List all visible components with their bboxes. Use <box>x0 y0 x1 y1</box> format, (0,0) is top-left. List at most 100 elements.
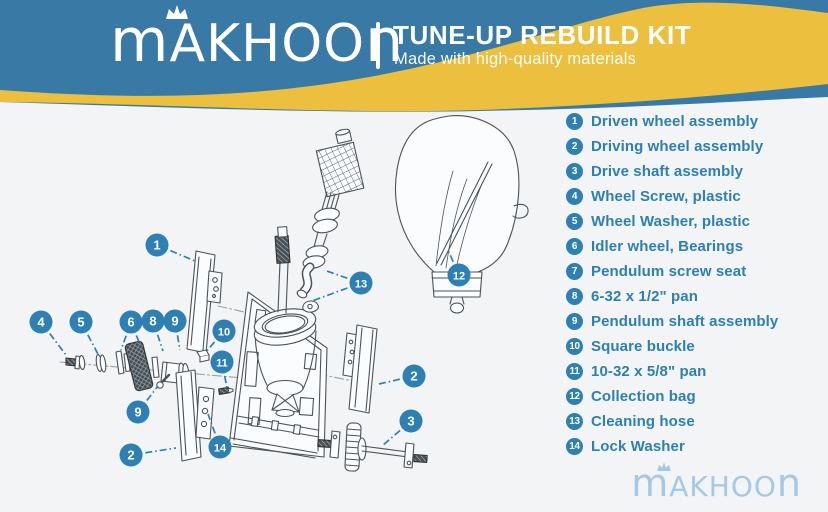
callout-number: 8 <box>149 314 156 329</box>
callout-circle <box>29 310 53 334</box>
callout-circle <box>208 435 232 459</box>
legend-item-number-badge: 2 <box>566 138 583 155</box>
callout-circle <box>212 319 236 343</box>
callout-circle <box>349 271 373 295</box>
legend-item: 13 Cleaning hose <box>566 413 826 430</box>
callout-leader-line <box>311 282 362 302</box>
callout-circle <box>69 310 93 334</box>
callout-number: 12 <box>453 271 465 283</box>
legend-item-number-badge: 10 <box>566 338 583 355</box>
crown-icon <box>166 5 188 19</box>
callout-leader-line <box>447 249 460 276</box>
callout-number: 2 <box>127 448 134 463</box>
callout-leader-line <box>130 447 177 456</box>
part-collection-bag <box>394 114 529 314</box>
callout-leader-line <box>378 375 415 385</box>
callout-number: 2 <box>410 369 417 384</box>
callout-number: 9 <box>134 405 141 420</box>
callout-leader-line <box>80 321 100 357</box>
callout-leader-line <box>120 321 132 351</box>
callout-number: 13 <box>355 279 367 291</box>
legend-item-number-badge: 13 <box>566 413 583 430</box>
callout-number: 4 <box>37 315 45 330</box>
callout-leader-line <box>174 320 181 351</box>
legend-item-label: Pendulum screw seat <box>591 263 747 280</box>
part-driven-wheel <box>186 250 223 354</box>
legend-item-number-badge: 8 <box>566 288 583 305</box>
callout-circle <box>447 263 471 287</box>
legend-item-number-badge: 6 <box>566 238 583 255</box>
legend-item-label: 6-32 x 1/2" pan <box>591 288 698 305</box>
callout-leader-line <box>152 320 164 352</box>
callout-number: 5 <box>77 315 84 330</box>
callout-number: 10 <box>218 327 230 339</box>
part-lock-washer-bracket <box>195 386 215 440</box>
legend-item: 3 Drive shaft assembly <box>566 163 826 180</box>
legend-item-number-badge: 11 <box>566 363 583 380</box>
legend-item: 5 Wheel Washer, plastic <box>566 213 826 230</box>
legend-item-label: Wheel Washer, plastic <box>591 213 751 230</box>
page-subtitle: Made with high-quality materials <box>394 50 637 68</box>
legend-item-label: Driving wheel assembly <box>591 138 764 155</box>
legend-item: 11 10-32 x 5/8" pan <box>566 363 826 380</box>
callout-leader-line <box>221 361 228 389</box>
callout-leader-line <box>137 385 159 413</box>
callout-circle <box>210 350 234 374</box>
legend-item: 8 6-32 x 1/2" pan <box>566 288 826 305</box>
legend-item-label: Wheel Screw, plastic <box>591 188 741 205</box>
legend-item-label: Collection bag <box>591 388 696 405</box>
callout-circle <box>402 364 426 388</box>
callout-circle <box>119 443 143 467</box>
footer-brand-logo: mAKHOOn <box>631 461 802 505</box>
page-title: TUNE-UP REBUILD KIT <box>393 20 692 50</box>
header-divider <box>376 22 380 69</box>
footer-crown-icon <box>657 462 671 471</box>
legend-item-number-badge: 3 <box>566 163 583 180</box>
legend-item-label: Pendulum shaft assembly <box>591 313 779 330</box>
legend-item-number-badge: 9 <box>566 313 583 330</box>
legend-item-label: Square buckle <box>591 338 695 355</box>
part-drive-shaft <box>317 422 428 472</box>
callout-number: 11 <box>216 358 228 370</box>
part-cleaning-hose <box>296 128 365 313</box>
legend-item: 4 Wheel Screw, plastic <box>566 188 826 205</box>
callout-leader-line <box>156 244 196 262</box>
legend-item-number-badge: 12 <box>566 388 583 405</box>
callout-number: 9 <box>171 314 178 329</box>
callout-number: 3 <box>407 414 414 429</box>
callout-leader-line <box>207 413 221 448</box>
legend-item: 10 Square buckle <box>566 338 826 355</box>
callout-circle <box>145 233 169 257</box>
legend-item-number-badge: 4 <box>566 188 583 205</box>
header-band: mAKHOOn TUNE-UP REBUILD KIT Made with hi… <box>0 0 828 112</box>
legend-item-label: Drive shaft assembly <box>591 163 744 180</box>
legend-item: 12 Collection bag <box>566 388 826 405</box>
part-chassis <box>228 226 328 459</box>
callout-circle <box>126 400 150 424</box>
legend-item-label: Driven wheel assembly <box>591 113 759 130</box>
legend-item: 9 Pendulum shaft assembly <box>566 313 826 330</box>
legend-item: 2 Driving wheel assembly <box>566 138 826 155</box>
legend-item-number-badge: 7 <box>566 263 583 280</box>
header-wave-background <box>0 0 828 112</box>
callout-circle <box>119 310 143 334</box>
legend-item-number-badge: 14 <box>566 438 583 455</box>
callout-leader-line <box>323 269 362 284</box>
brand-logo: mAKHOOn <box>110 6 405 76</box>
callout-number: 1 <box>153 238 160 253</box>
callout-number: 14 <box>214 443 227 455</box>
callout-leader-line <box>204 330 225 354</box>
callout-leader-line <box>40 321 67 356</box>
legend-item-label: Cleaning hose <box>591 413 695 430</box>
legend-item-label: 10-32 x 5/8" pan <box>591 363 707 380</box>
callout-circle <box>399 409 423 433</box>
assembly-axis-lines <box>59 305 354 442</box>
legend-item: 7 Pendulum screw seat <box>566 263 826 280</box>
legend-item-number-badge: 5 <box>566 213 583 230</box>
